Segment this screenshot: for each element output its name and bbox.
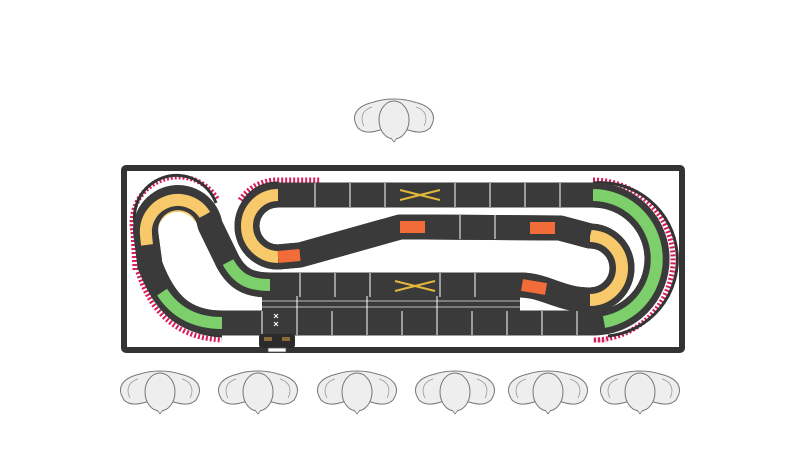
controller-icon <box>259 313 295 353</box>
person-topview-icon <box>120 370 200 415</box>
person-topview-icon <box>354 98 434 143</box>
curbs <box>129 173 679 343</box>
person-topview-icon <box>317 370 397 415</box>
person-topview-icon <box>508 370 588 415</box>
lane-crossing-icon <box>394 189 441 292</box>
person-topview-icon <box>600 370 680 415</box>
person-topview-icon <box>415 370 495 415</box>
person-topview-icon <box>218 370 298 415</box>
track-joints <box>261 183 578 335</box>
bottom-persons <box>120 370 680 415</box>
